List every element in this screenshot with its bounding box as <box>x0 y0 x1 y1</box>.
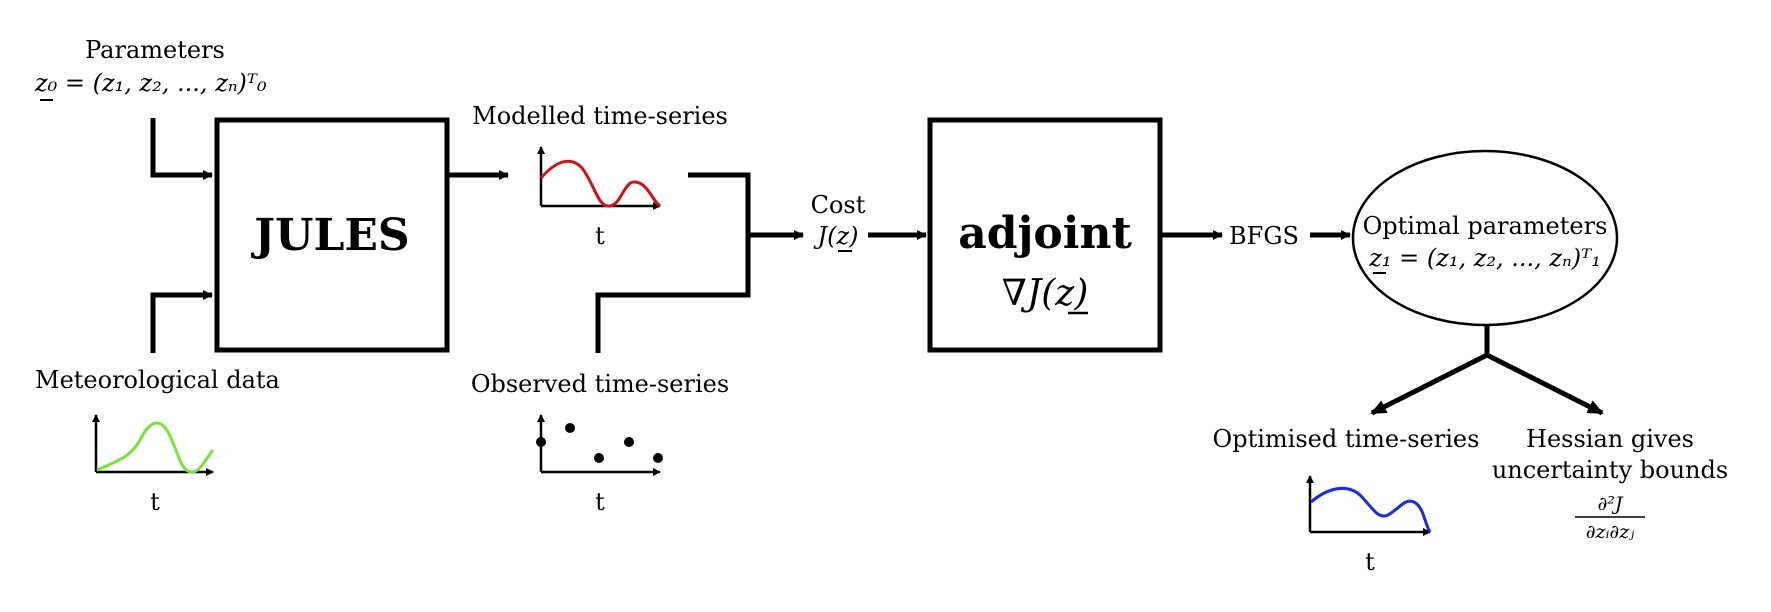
observed-axis-t: t <box>595 488 605 516</box>
jules-box <box>214 117 450 353</box>
parameters-label: Parameters <box>85 36 225 64</box>
hessian-line-1: Hessian gives <box>1526 425 1694 453</box>
cost-bracket <box>595 172 751 353</box>
hessian-numerator: ∂²J <box>1597 493 1623 515</box>
bfgs-label: BFGS <box>1229 222 1299 250</box>
optimised-axis-t: t <box>1365 548 1375 576</box>
met-data-curve <box>96 421 215 474</box>
optimised-curve <box>1310 486 1432 533</box>
optimised-label: Optimised time-series <box>1213 425 1480 453</box>
cost-label: Cost <box>811 191 866 219</box>
observed-point <box>536 437 546 447</box>
optimised-plot: t <box>1306 475 1432 576</box>
to-hessian-arrow <box>1485 352 1604 416</box>
adjoint-label: adjoint <box>958 208 1132 259</box>
to-optimised-arrow <box>1370 352 1489 416</box>
parameters-arrow <box>150 118 213 180</box>
modelled-label: Modelled time-series <box>472 102 728 130</box>
modelled-plot: t <box>537 146 662 250</box>
jules-label: JULES <box>250 210 409 261</box>
met-data-label: Meteorological data <box>35 366 280 394</box>
met-data-plot: t <box>92 414 215 516</box>
met-axis-t: t <box>150 488 160 516</box>
observed-point <box>594 453 604 463</box>
parameters-equation: z₀ = (z₁, z₂, ..., zₙ)ᵀ₀ <box>34 69 267 97</box>
observed-point <box>653 453 663 463</box>
observed-label: Observed time-series <box>471 370 729 398</box>
modelled-axis-t: t <box>595 222 605 250</box>
observed-point <box>624 437 634 447</box>
adjoint-gradient: ∇J(z) <box>1002 273 1089 314</box>
observed-point <box>565 423 575 433</box>
cost-expression: J(z) <box>813 222 859 250</box>
adjoint-box <box>927 117 1163 353</box>
hessian-denominator: ∂zᵢ∂zⱼ <box>1586 521 1635 543</box>
hessian-line-2: uncertainty bounds <box>1492 456 1728 484</box>
met-data-arrow <box>150 290 213 353</box>
modelled-curve <box>539 159 662 208</box>
observed-plot: t <box>536 414 663 516</box>
optimal-label: Optimal parameters <box>1363 212 1608 240</box>
optimal-equation: z₁ = (z₁, z₂, ..., zₙ)ᵀ₁ <box>1368 244 1601 272</box>
